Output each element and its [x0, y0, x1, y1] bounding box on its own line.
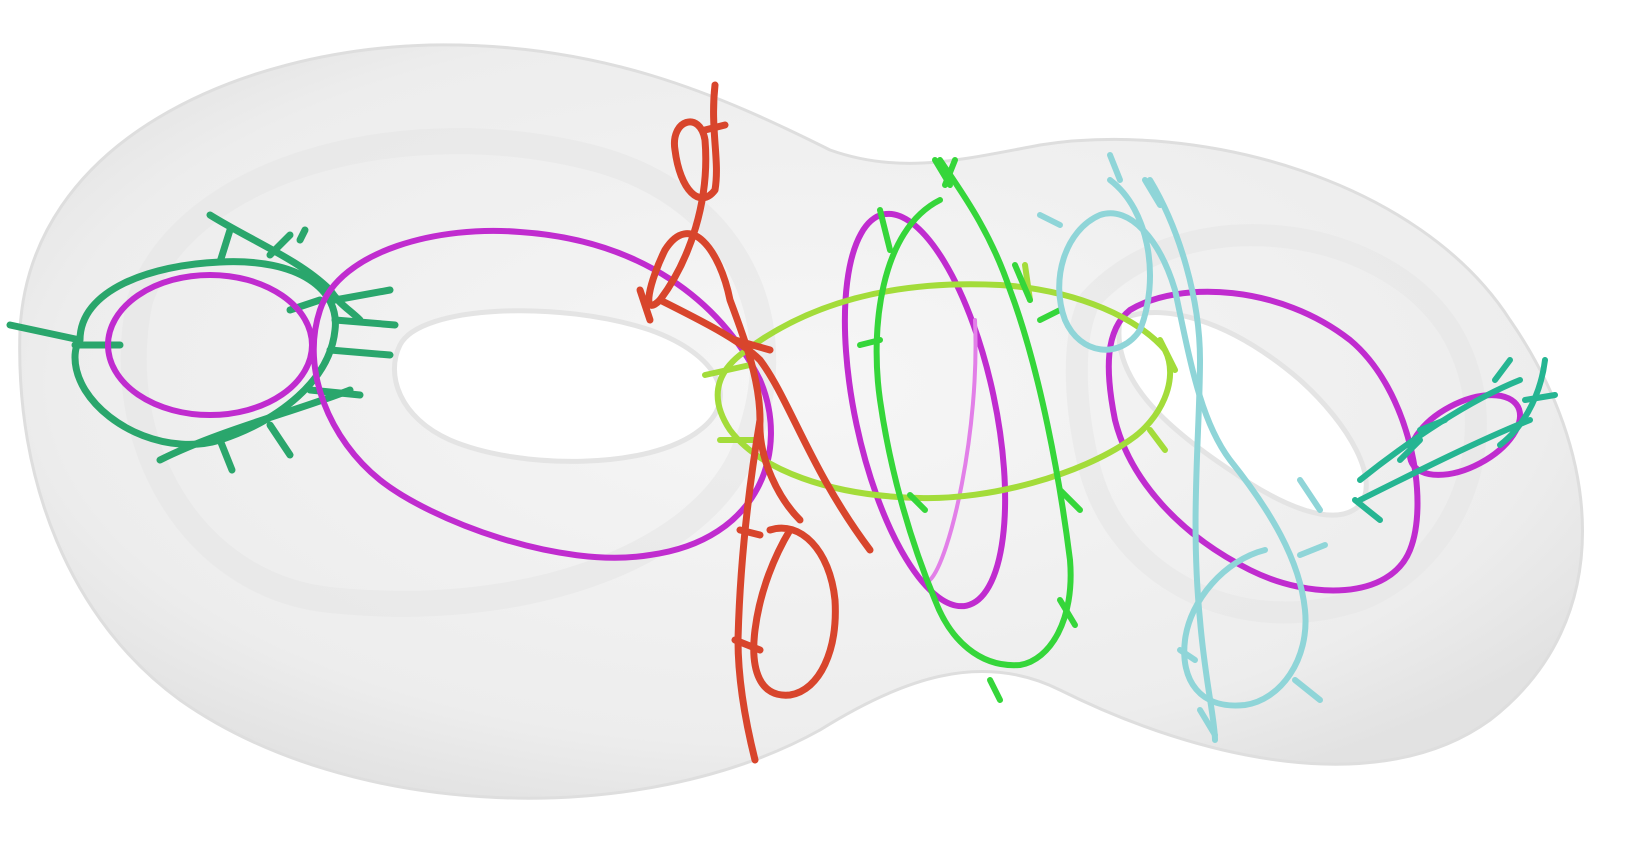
teal-right-curve — [1352, 357, 1558, 523]
magenta-left-large-loop — [310, 227, 774, 561]
magenta-right-large-loop — [1105, 288, 1421, 594]
dark-green-left-curve — [6, 211, 399, 474]
bright-green-curve — [857, 157, 1083, 703]
magenta-right-small-loop — [1406, 392, 1524, 478]
red-curve — [636, 81, 874, 764]
surface-inner-rim-right — [1065, 224, 1487, 624]
left-hole — [391, 308, 723, 464]
surface-inner-rim-left — [120, 128, 776, 617]
light-cyan-curve — [1037, 152, 1328, 743]
